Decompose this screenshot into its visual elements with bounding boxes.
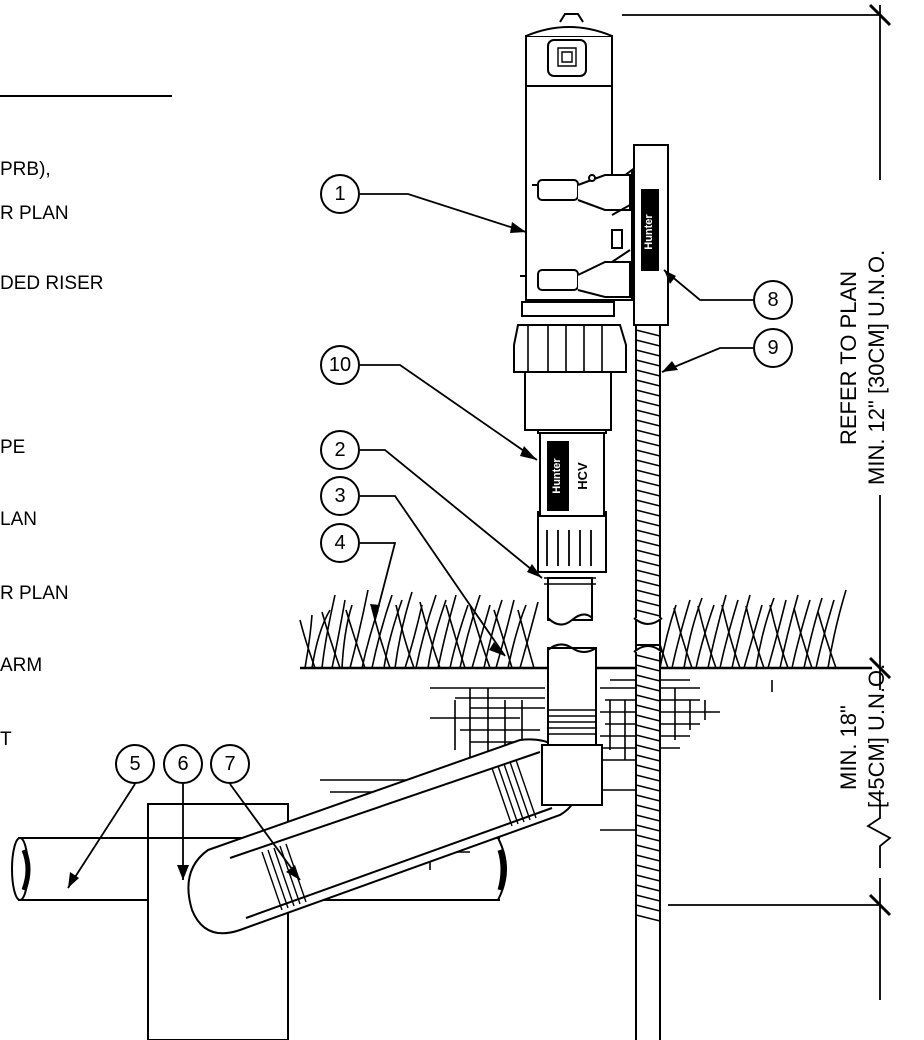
- dimension-label-below-line-2: [45CM] U.N.O.: [864, 663, 889, 808]
- dimension-label-below-line-1: MIN. 18": [836, 705, 861, 790]
- leader-lines: [67, 193, 753, 889]
- note-line-7: ARM: [0, 655, 43, 676]
- grass-left: [299, 589, 539, 669]
- note-line-4: PE: [0, 437, 26, 458]
- callout-4: 4: [320, 523, 360, 563]
- riser-nipple: [541, 643, 603, 806]
- mounting-bracket: [532, 168, 633, 301]
- dimension-label-above-line-2: MIN. 12" [30CM] U.N.O.: [864, 249, 889, 485]
- callout-5: 5: [115, 744, 155, 784]
- callout-7: 7: [210, 744, 250, 784]
- note-line-8: T: [0, 729, 12, 750]
- callout-2: 2: [320, 430, 360, 470]
- callout-8: 8: [753, 280, 793, 320]
- hunter-logo-valve: Hunter: [551, 458, 563, 494]
- callout-1: 1: [320, 174, 360, 214]
- note-line-2: R PLAN: [0, 203, 69, 224]
- grass-right: [649, 589, 847, 669]
- callout-9: 9: [753, 328, 793, 368]
- riser-above-grade: [544, 565, 596, 626]
- note-line-3: DED RISER: [0, 273, 104, 294]
- dimension-lines: [622, 3, 892, 1000]
- hcv-label: HCV: [575, 462, 590, 490]
- hunter-logo-stake: Hunter: [643, 214, 655, 250]
- callout-10: 10: [320, 345, 360, 385]
- note-line-5: LAN: [0, 509, 37, 530]
- stake-and-label: Hunter: [633, 144, 669, 1040]
- leader-arrowheads: [68, 222, 678, 888]
- dimension-label-above-line-1: REFER TO PLAN: [836, 270, 861, 445]
- callout-3: 3: [320, 476, 360, 516]
- note-line-6: R PLAN: [0, 583, 69, 604]
- callout-6: 6: [163, 744, 203, 784]
- swing-joint-arm: [187, 738, 579, 935]
- note-line-1: PRB),: [0, 159, 51, 180]
